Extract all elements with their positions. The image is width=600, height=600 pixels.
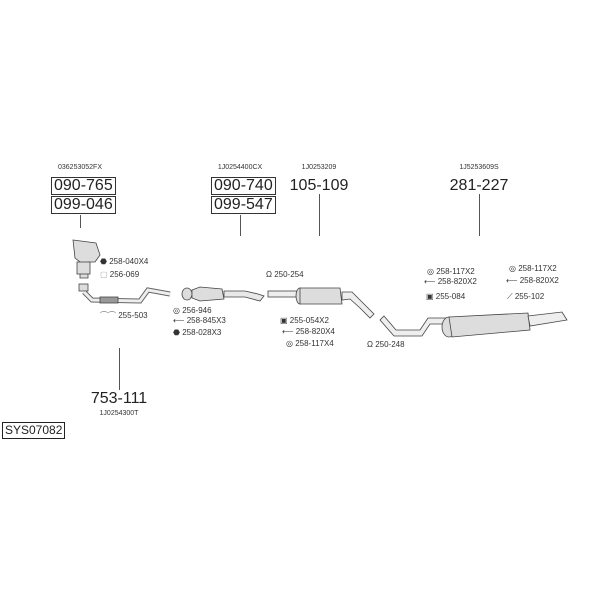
accessory-item[interactable]: ▢ 256-069 [100, 270, 140, 279]
leader-line [119, 348, 120, 390]
leader-line [240, 215, 241, 236]
accessory-item[interactable]: ◎ 258-117X2 [427, 267, 475, 276]
accessory-item[interactable]: ⟵ 258-820X2 [424, 277, 477, 286]
bolt-icon: ⟵ [424, 277, 438, 286]
nut-icon: ⬣ [173, 328, 183, 337]
nut-icon: ⬣ [100, 257, 110, 266]
ring-gasket-icon: ◎ [173, 306, 183, 315]
accessory-item[interactable]: ◎ 258-117X4 [286, 339, 334, 348]
part-number[interactable]: 105-109 [289, 177, 349, 194]
catalyst-part [181, 286, 265, 302]
accessory-item[interactable]: ⟋ 255-102 [507, 292, 545, 301]
manifold-part [72, 239, 101, 279]
leader-line [479, 194, 480, 236]
front-pipe-part [78, 283, 171, 304]
washer-icon: ◎ [509, 264, 519, 273]
part-number[interactable]: 281-227 [449, 177, 509, 194]
rubber-mount-icon: ▣ [280, 316, 290, 325]
bolt-icon: ⟵ [506, 276, 520, 285]
accessory-item[interactable]: Ω 250-248 [367, 340, 405, 349]
oem-number: 1J5253609S [459, 164, 499, 171]
bolt-icon: ⟵ [173, 316, 187, 325]
bolt-icon: ⟵ [282, 327, 296, 336]
rear-silencer-part [379, 311, 568, 338]
accessory-item[interactable]: ◎ 258-117X2 [509, 264, 557, 273]
part-number[interactable]: 753-111 [90, 390, 148, 407]
oem-number: 036253052FX [58, 164, 102, 171]
leader-line [319, 194, 320, 236]
accessory-item[interactable]: ⟵ 258-845X3 [173, 316, 226, 325]
accessory-item[interactable]: ⬣ 258-040X4 [100, 257, 149, 266]
accessory-item[interactable]: ⟵ 258-820X4 [282, 327, 335, 336]
gasket-icon: ▢ [100, 270, 110, 279]
washer-icon: ◎ [286, 339, 296, 348]
bracket-icon: ⌒⌒ [100, 311, 119, 320]
accessory-item[interactable]: Ω 250-254 [266, 270, 304, 279]
part-number-box[interactable]: 099-547 [211, 196, 276, 214]
accessory-item[interactable]: ▣ 255-084 [426, 292, 466, 301]
hanger-icon: ⟋ [507, 292, 515, 301]
oem-number: 1J0254300T [99, 410, 139, 417]
system-id: SYS07082 [2, 422, 66, 439]
part-number-box[interactable]: 090-765 [51, 177, 116, 195]
accessory-item[interactable]: ◎ 256-946 [173, 306, 212, 315]
part-number-box[interactable]: 099-046 [51, 196, 116, 214]
middle-silencer-part [267, 287, 375, 319]
oem-number: 1J0254400CX [217, 164, 263, 171]
accessory-item[interactable]: ⟵ 258-820X2 [506, 276, 559, 285]
clamp-icon: Ω [367, 340, 376, 349]
clamp-icon: Ω [266, 270, 275, 279]
accessory-item[interactable]: ▣ 255-054X2 [280, 316, 329, 325]
rubber-mount-icon: ▣ [426, 292, 436, 301]
part-number-box[interactable]: 090-740 [211, 177, 276, 195]
oem-number: 1J0253209 [301, 164, 337, 171]
leader-line [80, 215, 81, 228]
accessory-item[interactable]: ⬣ 258-028X3 [173, 328, 222, 337]
washer-icon: ◎ [427, 267, 437, 276]
accessory-item[interactable]: ⌒⌒ 255-503 [100, 311, 148, 320]
